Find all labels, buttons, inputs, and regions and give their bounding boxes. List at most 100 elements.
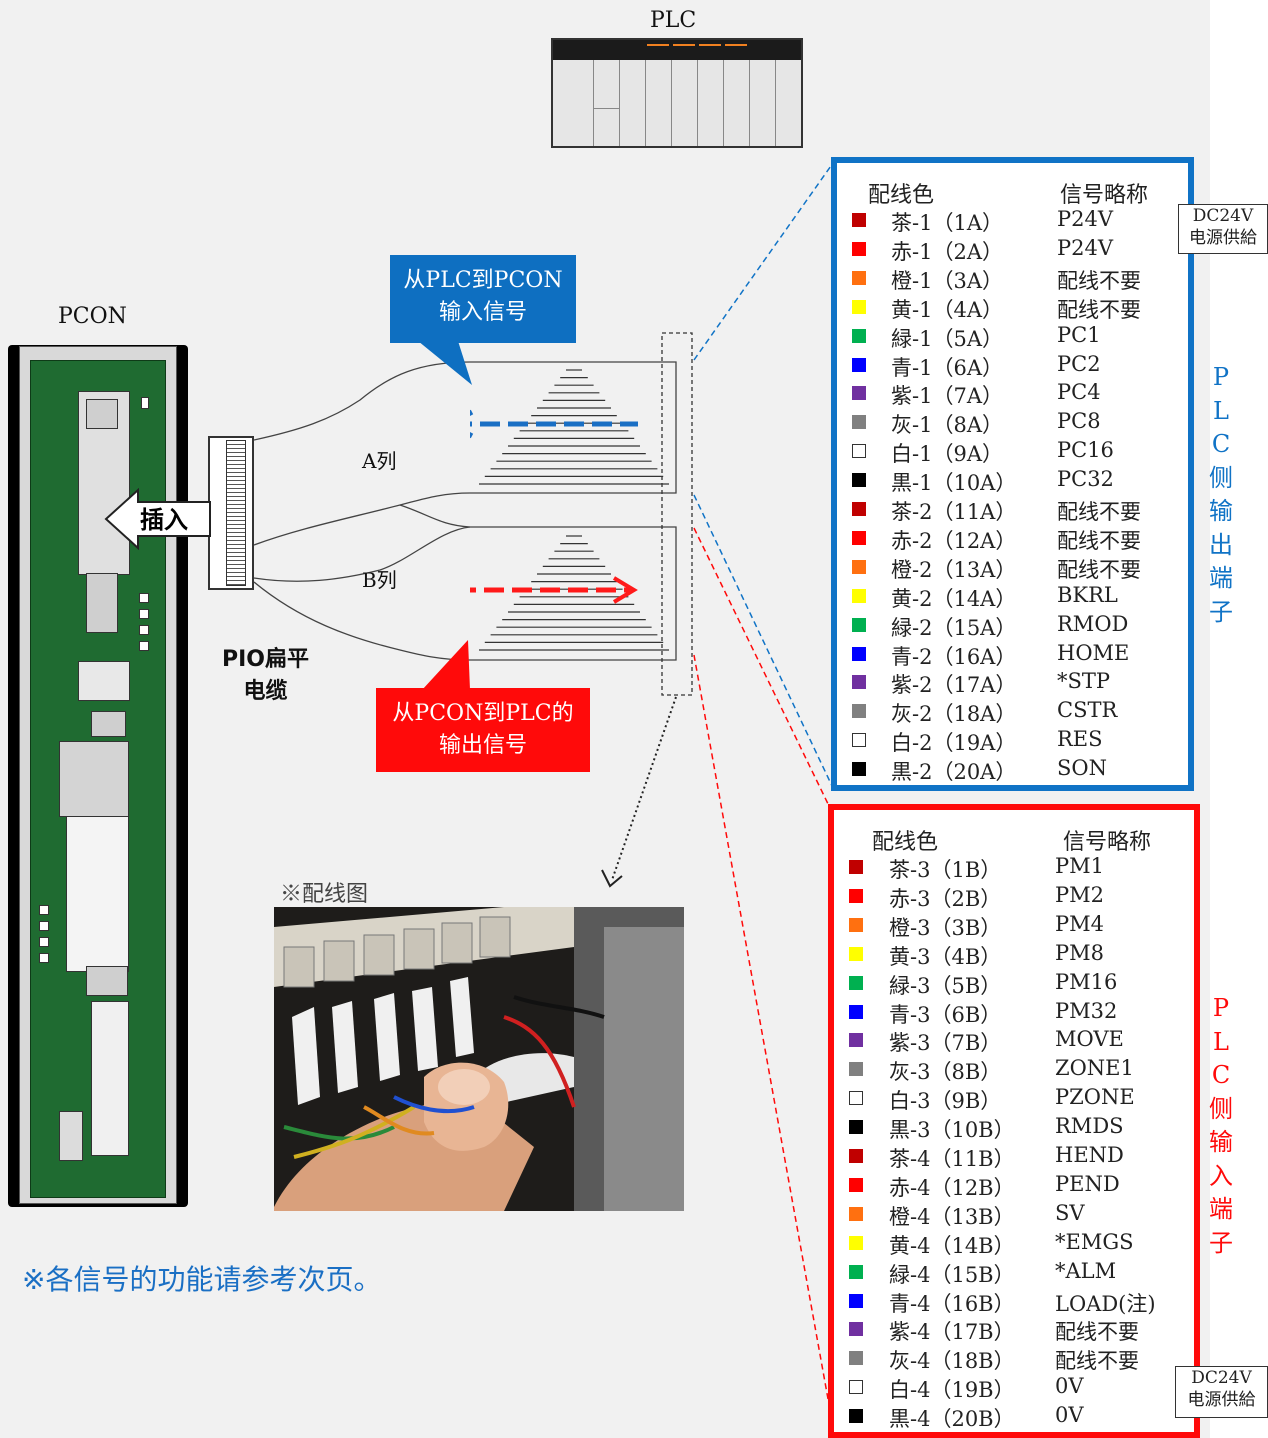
table-row: 白-1（9A） PC16 bbox=[837, 438, 1188, 467]
wire-color-label: 橙-4（13B） bbox=[889, 1204, 1015, 1229]
side-label-char: L bbox=[1213, 396, 1229, 425]
callout-out-tail bbox=[422, 640, 470, 690]
pcon-label: PCON bbox=[58, 304, 127, 329]
signal-abbr: HOME bbox=[1057, 640, 1130, 665]
wire-color-swatch bbox=[849, 1351, 863, 1366]
table-row: 黄-4（14B）*EMGS bbox=[834, 1230, 1194, 1259]
row-a-label: A列 bbox=[362, 449, 397, 473]
table-row: 黄-2（14A）BKRL bbox=[837, 583, 1188, 612]
wire-color-swatch bbox=[852, 675, 866, 690]
wire-color-swatch bbox=[852, 617, 866, 632]
table-row: 白-4（19B）0V bbox=[834, 1374, 1194, 1403]
signal-abbr: *ALM bbox=[1055, 1258, 1117, 1283]
wire-color-swatch bbox=[852, 733, 866, 748]
wire-color-label: 青-1（6A） bbox=[891, 355, 1003, 380]
wire-color-label: 白-1（9A） bbox=[891, 442, 1003, 467]
wire-color-label: 橙-2（13A） bbox=[891, 557, 1017, 582]
wire-color-swatch bbox=[849, 946, 863, 961]
signal-abbr: CSTR bbox=[1057, 698, 1118, 723]
leader-out-top bbox=[693, 162, 834, 361]
side-label-char: 侧 bbox=[1209, 1094, 1233, 1123]
signal-abbr: PZONE bbox=[1055, 1085, 1135, 1110]
callout-out-line2: 输出信号 bbox=[438, 733, 527, 758]
signal-abbr: PC4 bbox=[1057, 380, 1101, 405]
output-signal-callout: 从PCON到PLC的 输出信号 bbox=[376, 688, 590, 772]
wire-color-swatch bbox=[849, 1033, 863, 1048]
table-row: 緑-3（5B）PM16 bbox=[834, 970, 1194, 999]
wire-color-swatch bbox=[852, 588, 866, 603]
dc24v-supply-note-top: DC24V 电源供給 bbox=[1178, 204, 1268, 254]
table-row: 茶-3（1B）PM1 bbox=[834, 854, 1194, 883]
wire-color-swatch bbox=[849, 1322, 863, 1337]
photo-pointer-head bbox=[601, 869, 623, 888]
wire-color-label: 青-4（16B） bbox=[889, 1291, 1015, 1316]
signal-abbr: 配线不要 bbox=[1055, 1320, 1139, 1345]
signal-abbr: PC32 bbox=[1057, 467, 1114, 492]
wire-color-label: 赤-4（12B） bbox=[889, 1175, 1015, 1200]
leader-in-bottom bbox=[693, 654, 831, 1411]
signal-abbr: 配线不要 bbox=[1055, 1349, 1139, 1374]
signal-abbr: HEND bbox=[1055, 1143, 1124, 1167]
wire-color-label: 黄-1（4A） bbox=[891, 297, 1003, 322]
wire-color-swatch bbox=[849, 1264, 863, 1279]
footer-note: ※各信号的功能请参考次页。 bbox=[22, 1263, 382, 1296]
table-row: 黒-1（10A）PC32 bbox=[837, 467, 1188, 496]
callout-out-line1: 从PCON到PLC的 bbox=[392, 701, 574, 726]
wire-color-label: 緑-1（5A） bbox=[891, 326, 1003, 351]
signal-abbr: ZONE1 bbox=[1055, 1056, 1134, 1081]
wire-color-swatch bbox=[849, 1177, 863, 1192]
wire-color-label: 茶-4（11B） bbox=[889, 1147, 1015, 1171]
table-row: 黒-3（10B）RMDS bbox=[834, 1114, 1194, 1143]
wire-color-label: 緑-2（15A） bbox=[891, 615, 1017, 640]
wire-color-label: 灰-2（18A） bbox=[891, 702, 1017, 727]
table-row: 白-2（19A）RES bbox=[837, 727, 1188, 756]
dc-bot-line2: 电源供給 bbox=[1187, 1390, 1256, 1410]
table-row: 橙-4（13B）SV bbox=[834, 1201, 1194, 1230]
side-label-char: 子 bbox=[1209, 597, 1233, 626]
signal-abbr: 配线不要 bbox=[1057, 268, 1141, 293]
wire-color-swatch bbox=[852, 473, 866, 488]
wire-color-label: 緑-4（15B） bbox=[889, 1262, 1015, 1287]
table-row: 青-4（16B）LOAD(注) bbox=[834, 1288, 1194, 1317]
table-row: 橙-2（13A）配线不要 bbox=[837, 554, 1188, 583]
signal-abbr: SON bbox=[1057, 756, 1107, 781]
side-label-char: 输 bbox=[1209, 497, 1233, 525]
signal-abbr: P24V bbox=[1057, 235, 1114, 260]
side-label-char: 出 bbox=[1209, 530, 1233, 559]
table-row: 青-3（6B）PM32 bbox=[834, 999, 1194, 1028]
wire-color-swatch bbox=[849, 1206, 863, 1221]
cable-split-line bbox=[399, 504, 471, 528]
header-signal-abbr: 信号略称 bbox=[1063, 830, 1152, 855]
wire-color-swatch bbox=[852, 386, 866, 401]
leader-out-bottom bbox=[693, 494, 834, 789]
signal-abbr: 0V bbox=[1055, 1374, 1084, 1399]
wire-color-swatch bbox=[852, 213, 866, 227]
callout-in-tail bbox=[418, 341, 472, 385]
signal-abbr: PC2 bbox=[1057, 351, 1101, 376]
wire-color-label: 灰-1（8A） bbox=[891, 413, 1003, 438]
table-row: 茶-2（11A）配线不要 bbox=[837, 496, 1188, 525]
table-row: 橙-1（3A）配线不要 bbox=[837, 265, 1188, 294]
signal-abbr: PC16 bbox=[1057, 438, 1114, 463]
signal-abbr: 配线不要 bbox=[1057, 528, 1141, 553]
wire-color-swatch bbox=[852, 415, 866, 430]
cable-a-outline bbox=[253, 361, 677, 546]
signal-abbr: PC1 bbox=[1057, 322, 1101, 347]
wire-color-swatch bbox=[852, 559, 866, 574]
table-row: 赤-3（2B）PM2 bbox=[834, 883, 1194, 912]
wire-color-swatch bbox=[849, 888, 863, 903]
wire-color-label: 紫-4（17B） bbox=[889, 1320, 1015, 1345]
wire-color-label: 茶-3（1B） bbox=[889, 858, 1002, 882]
signal-abbr: RMDS bbox=[1055, 1114, 1124, 1139]
table-row: 灰-3（8B）ZONE1 bbox=[834, 1056, 1194, 1085]
wire-color-swatch bbox=[849, 1380, 863, 1395]
wire-color-swatch bbox=[852, 762, 866, 777]
wire-color-label: 赤-2（12A） bbox=[891, 528, 1017, 553]
callout-in-line1: 从PLC到PCON bbox=[403, 268, 563, 293]
signal-abbr: P24V bbox=[1057, 207, 1114, 231]
table-row: 紫-2（17A）*STP bbox=[837, 669, 1188, 698]
wire-color-swatch bbox=[849, 860, 863, 874]
